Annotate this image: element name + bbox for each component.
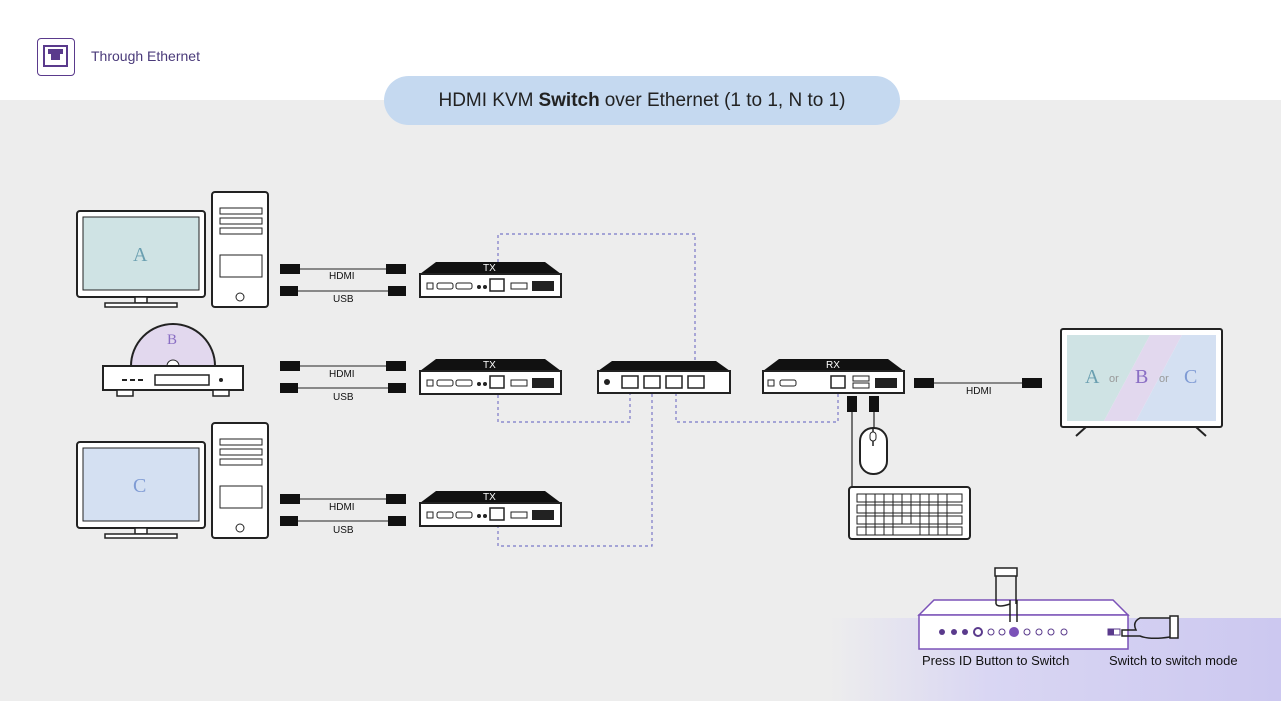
rx-label: RX <box>826 360 840 371</box>
hdmi-label-c: HDMI <box>329 502 355 513</box>
source-c-label: C <box>133 475 147 497</box>
tx-unit-a <box>419 262 562 298</box>
hdmi-label-a: HDMI <box>329 271 355 282</box>
page-title: HDMI KVM Switch over Ethernet (1 to 1, N… <box>384 76 900 125</box>
network-line-a <box>497 233 696 362</box>
monitor-c <box>76 441 206 539</box>
network-line-c <box>497 393 653 547</box>
tower-c <box>211 422 269 539</box>
usb-label-b: USB <box>333 392 354 403</box>
network-lines <box>497 233 839 547</box>
hdmi-label-output: HDMI <box>966 386 992 397</box>
output-a-label: A <box>1085 366 1100 388</box>
output-hdmi-cable <box>914 378 1042 388</box>
usb-label-c: USB <box>333 525 354 536</box>
network-line-b <box>497 393 631 423</box>
cables-c <box>280 494 406 526</box>
source-b-label: B <box>167 332 178 348</box>
disc-player-b <box>102 323 244 397</box>
cables-b <box>280 361 406 393</box>
monitor-a <box>76 210 206 308</box>
press-id-caption: Press ID Button to Switch <box>922 653 1070 668</box>
tx-unit-c <box>419 491 562 527</box>
tower-a <box>211 191 269 308</box>
hand-switching-icon <box>1121 615 1179 640</box>
output-c-label: C <box>1184 366 1198 388</box>
usb-label-a: USB <box>333 294 354 305</box>
output-or-2: or <box>1159 373 1169 385</box>
output-b-label: B <box>1135 366 1149 388</box>
title-suffix: over Ethernet (1 to 1, N to 1) <box>604 89 846 111</box>
output-or-1: or <box>1109 373 1119 385</box>
tx-label-a: TX <box>483 263 496 274</box>
tx-label-b: TX <box>483 360 496 371</box>
cables-a <box>280 264 406 296</box>
mouse <box>859 427 888 475</box>
network-switch <box>597 361 731 394</box>
header-title: Through Ethernet <box>91 48 200 64</box>
ethernet-port-icon <box>37 38 75 76</box>
hand-pressing-icon <box>994 567 1018 622</box>
keyboard <box>848 486 971 540</box>
network-line-rx <box>675 392 839 423</box>
source-a-label: A <box>133 244 148 266</box>
tx-unit-b <box>419 359 562 395</box>
hdmi-label-b: HDMI <box>329 369 355 380</box>
rx-unit <box>762 359 905 394</box>
control-panel-device <box>917 599 1130 650</box>
switch-mode-caption: Switch to switch mode <box>1109 653 1238 668</box>
output-tv <box>1060 328 1223 437</box>
tx-label-c: TX <box>483 492 496 503</box>
title-bold: Switch <box>538 89 600 111</box>
title-prefix: HDMI KVM <box>438 89 534 111</box>
